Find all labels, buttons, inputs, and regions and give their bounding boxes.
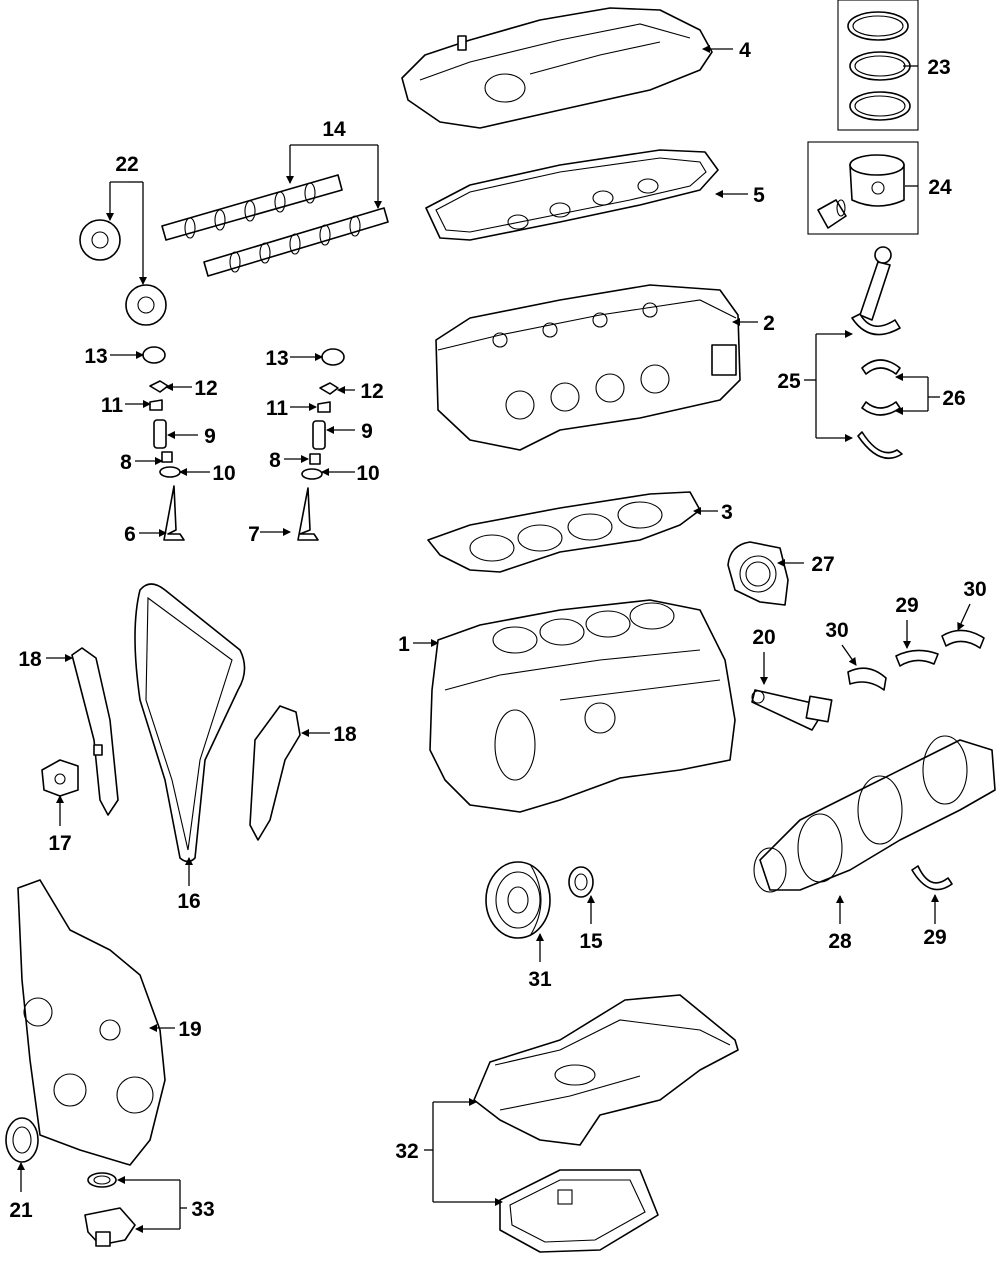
chain-guide-right [249,705,301,841]
callout-15: 15 [579,930,603,953]
valve-train-left [142,346,185,541]
front-crank-seal [5,1117,39,1163]
callout-10: 10 [212,462,235,485]
piston [807,141,919,235]
valve-train-right [297,348,345,541]
chain-guide-left [71,647,119,816]
callout-8: 8 [269,449,281,472]
camshafts [161,174,389,277]
callout-22: 22 [115,153,138,176]
callout-13: 13 [265,347,288,370]
bearing-halves [857,359,903,459]
callout-28: 28 [828,930,852,953]
callout-11: 11 [266,397,289,420]
callout-labels: 1 2 3 4 5 6 7 8 8 9 9 10 10 11 11 12 12 … [9,39,986,1222]
callout-18: 18 [18,648,42,671]
callout-3: 3 [721,501,733,524]
callout-33: 33 [191,1198,214,1221]
head-gasket [427,491,701,573]
oil-control-valve [751,689,833,731]
callout-20: 20 [752,626,775,649]
vvt-sprockets [79,219,167,326]
callout-13: 13 [84,345,107,368]
lower-oil-pan [499,1169,659,1253]
piston-rings [837,0,919,131]
callout-17: 17 [48,832,71,855]
rear-main-seal [727,541,789,606]
callout-18: 18 [333,723,357,746]
engine-block [429,599,736,813]
callout-2: 2 [763,312,775,335]
oil-pump-seal [84,1172,136,1247]
callout-21: 21 [9,1199,33,1222]
callout-23: 23 [927,56,950,79]
callout-30: 30 [825,619,848,642]
thrust-washers [847,629,985,891]
callout-29: 29 [923,926,946,949]
callout-12: 12 [360,380,383,403]
valve-cover-gasket [425,149,719,241]
callout-32: 32 [395,1140,418,1163]
callout-9: 9 [361,420,373,443]
connecting-rod [851,246,901,336]
callout-7: 7 [248,523,260,546]
callout-5: 5 [753,184,765,207]
crank-sprocket [568,866,594,898]
callout-27: 27 [811,553,834,576]
callout-9: 9 [204,425,216,448]
timing-chain [134,583,246,863]
leader-lines [17,45,971,1233]
chain-tensioner [41,759,79,797]
oil-pan [473,994,739,1146]
valve-cover [401,7,713,129]
callout-1: 1 [398,633,410,656]
callout-10: 10 [356,462,379,485]
timing-cover [17,879,166,1166]
callout-30: 30 [963,578,986,601]
callout-25: 25 [777,370,801,393]
callout-4: 4 [739,39,751,62]
cylinder-head [435,284,741,451]
callout-14: 14 [322,118,346,141]
callout-8: 8 [120,451,132,474]
callout-29: 29 [895,594,918,617]
callout-26: 26 [942,387,965,410]
callout-6: 6 [124,523,136,546]
callout-19: 19 [178,1018,201,1041]
callout-16: 16 [177,890,200,913]
callout-24: 24 [928,176,952,199]
crank-pulley [485,861,551,939]
callout-31: 31 [528,968,552,991]
crankshaft [753,735,996,893]
callout-11: 11 [101,394,124,417]
callout-12: 12 [194,377,217,400]
